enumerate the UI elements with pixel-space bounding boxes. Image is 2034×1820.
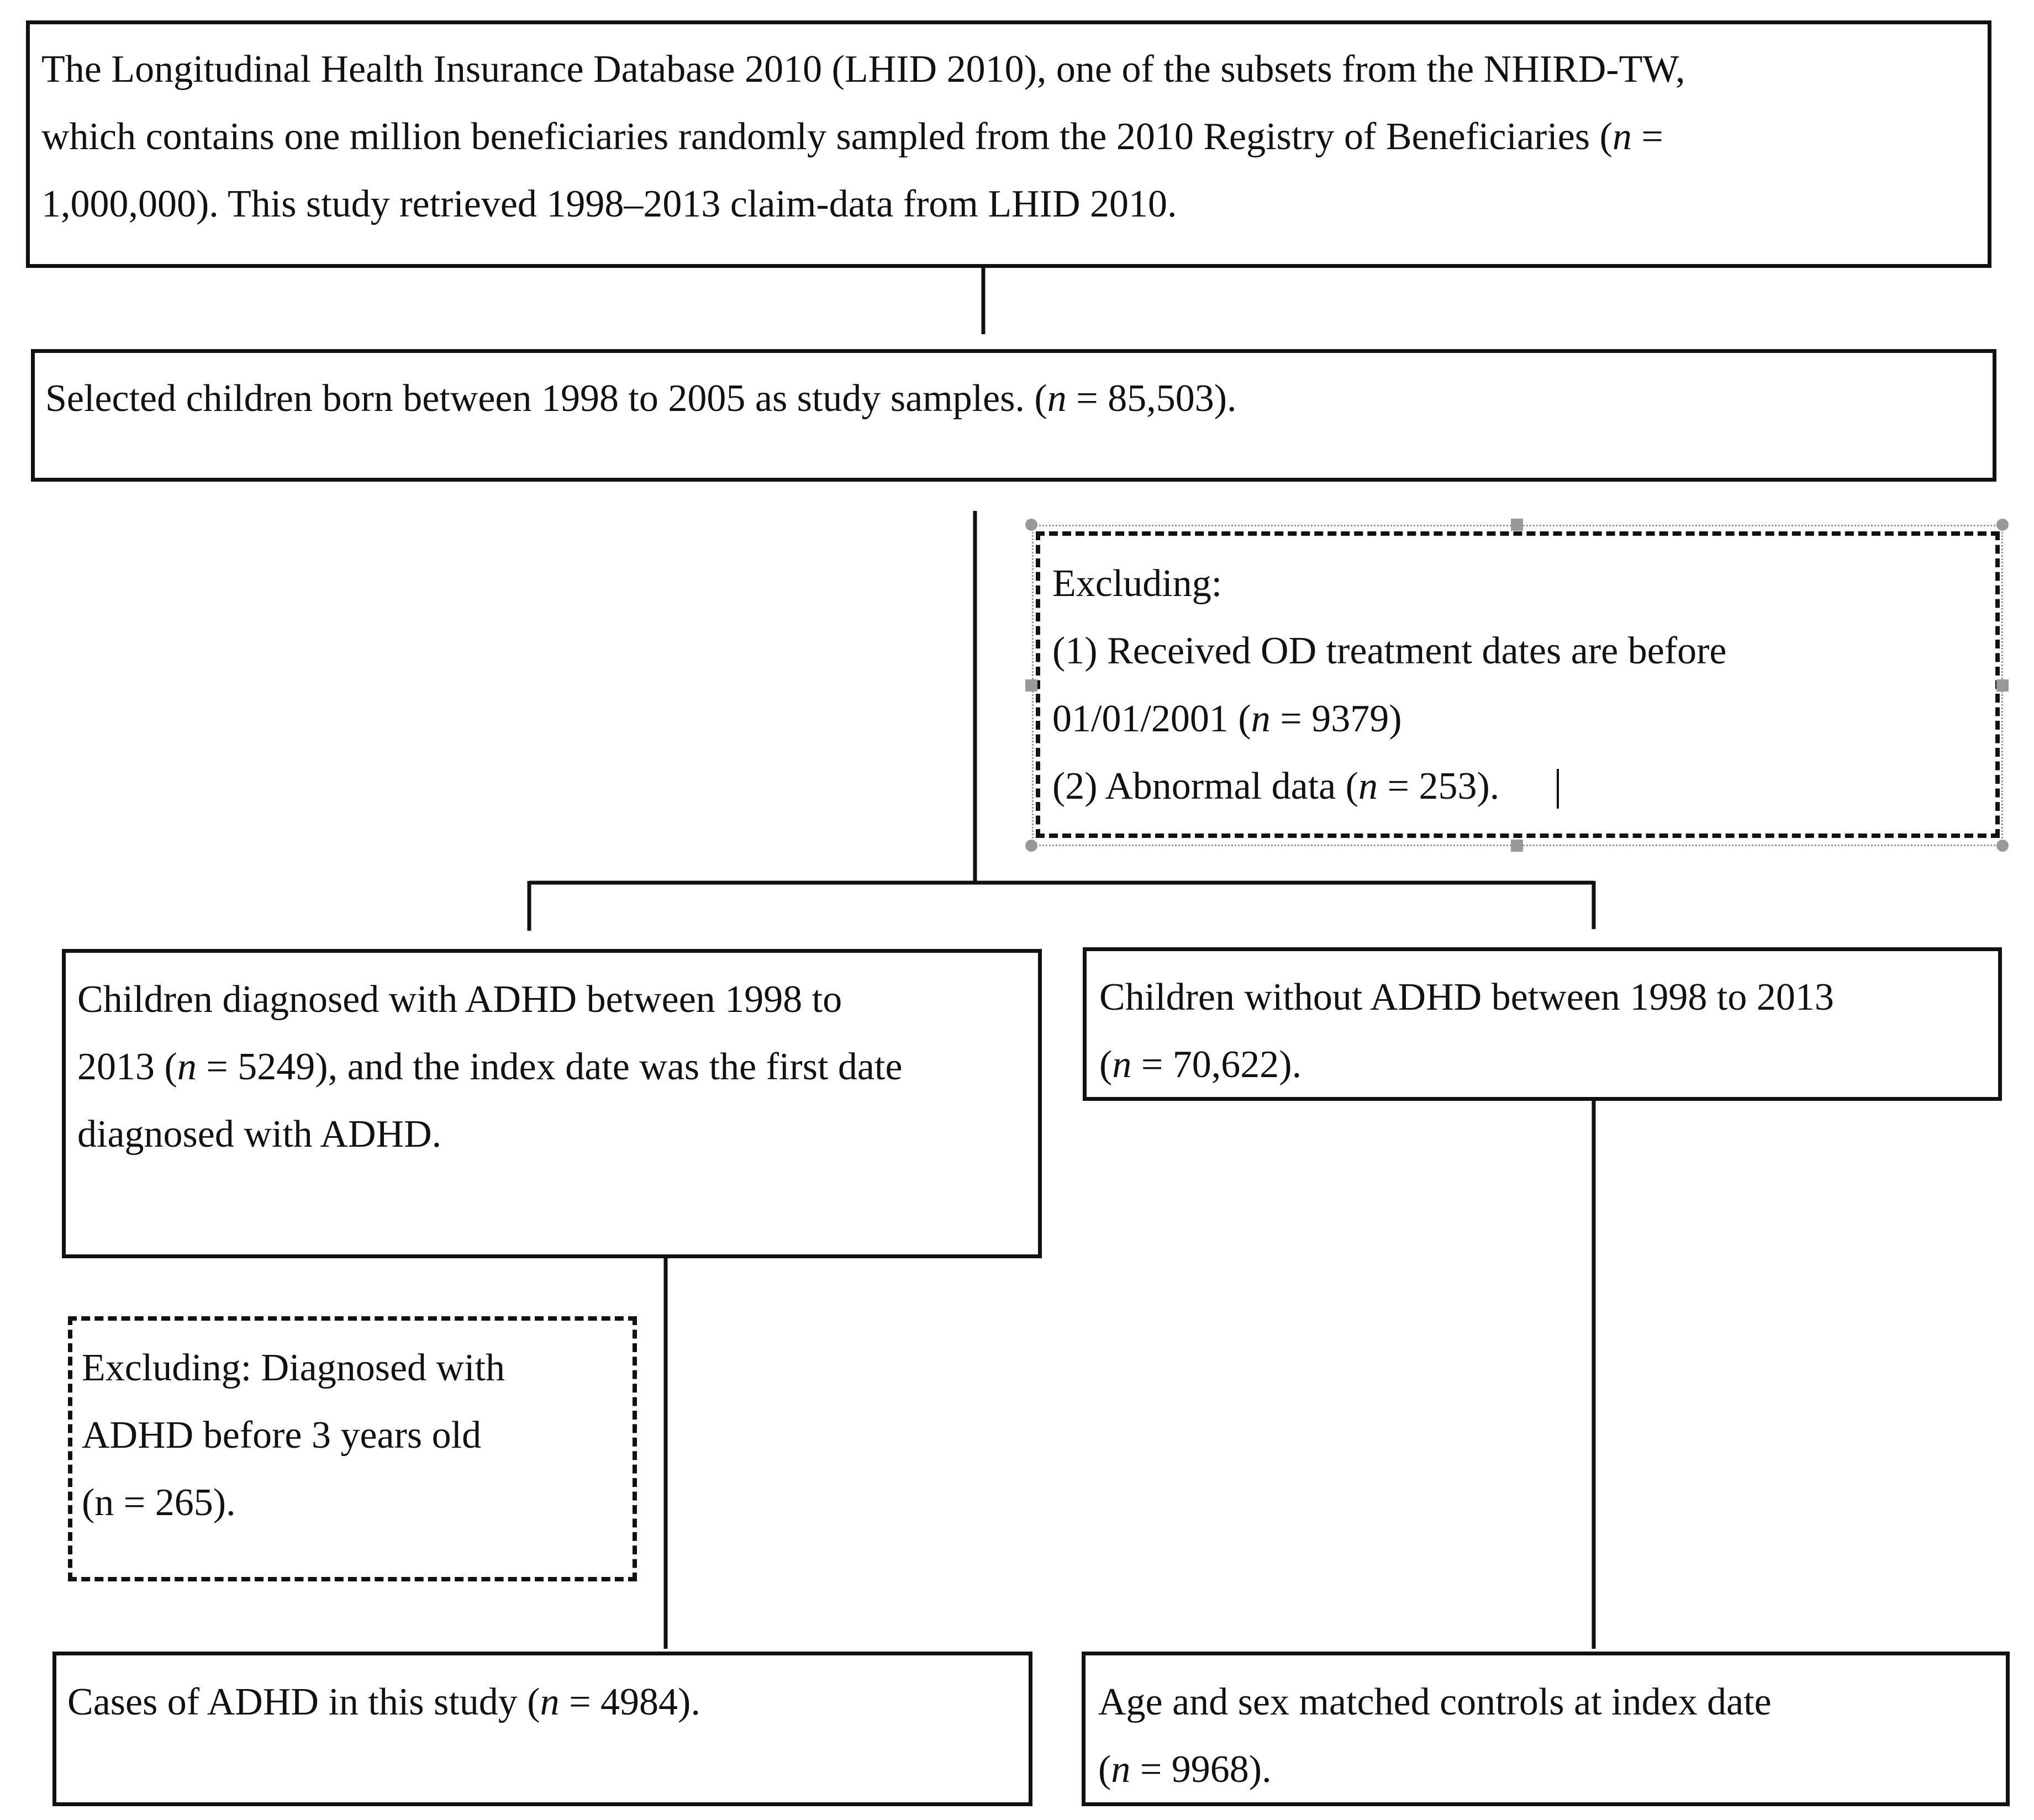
- exclusion-top-line-4: (2) Abnormal data (n = 253).: [1052, 765, 1500, 808]
- controls-line-2: (n = 9968).: [1098, 1748, 1272, 1791]
- cases-box: [52, 1652, 1032, 1806]
- resize-handle-nw[interactable]: [1025, 519, 1037, 531]
- exclusion-top-line-3: 01/01/2001 (n = 9379): [1052, 698, 1402, 740]
- adhd-diagnosed-box: [62, 949, 1042, 1258]
- resize-handle-e[interactable]: [1996, 679, 2009, 692]
- controls-line-1: Age and sex matched controls at index da…: [1098, 1681, 1772, 1723]
- exclusion-left-line-3: (n = 265).: [82, 1481, 236, 1524]
- resize-handle-ne[interactable]: [1996, 519, 2009, 531]
- source-line-2: which contains one million beneficiaries…: [41, 115, 1663, 158]
- resize-handle-sw[interactable]: [1025, 840, 1037, 852]
- without-adhd-box: [1083, 947, 2002, 1101]
- exclusion-left-line-2: ADHD before 3 years old: [82, 1414, 482, 1457]
- exclusion-left-box: [68, 1316, 637, 1581]
- exclusion-top-line-2: (1) Received OD treatment dates are befo…: [1052, 630, 1727, 672]
- selected-children-box: [31, 349, 1996, 482]
- adhd-line-1: Children diagnosed with ADHD between 199…: [77, 978, 842, 1021]
- source-line-3: 1,000,000). This study retrieved 1998–20…: [41, 183, 1177, 225]
- selected-line: Selected children born between 1998 to 2…: [45, 377, 1237, 420]
- adhd-line-3: diagnosed with ADHD.: [77, 1113, 442, 1156]
- without-line-1: Children without ADHD between 1998 to 20…: [1099, 976, 1834, 1019]
- resize-handle-n[interactable]: [1511, 519, 1523, 531]
- resize-handle-se[interactable]: [1996, 840, 2009, 852]
- without-line-2: (n = 70,622).: [1099, 1043, 1302, 1086]
- exclusion-top-box[interactable]: [1036, 531, 2000, 838]
- controls-box: [1082, 1652, 2010, 1806]
- adhd-line-2: 2013 (n = 5249), and the index date was …: [77, 1046, 903, 1088]
- resize-handle-s[interactable]: [1511, 840, 1523, 852]
- exclusion-left-line-1: Excluding: Diagnosed with: [82, 1347, 505, 1389]
- source-database-box: [26, 20, 1991, 268]
- resize-handle-w[interactable]: [1025, 679, 1037, 692]
- exclusion-top-line-1: Excluding:: [1052, 562, 1222, 605]
- source-line-1: The Longitudinal Health Insurance Databa…: [41, 48, 1685, 91]
- text-cursor: [1557, 769, 1559, 809]
- cases-line: Cases of ADHD in this study (n = 4984).: [67, 1681, 700, 1723]
